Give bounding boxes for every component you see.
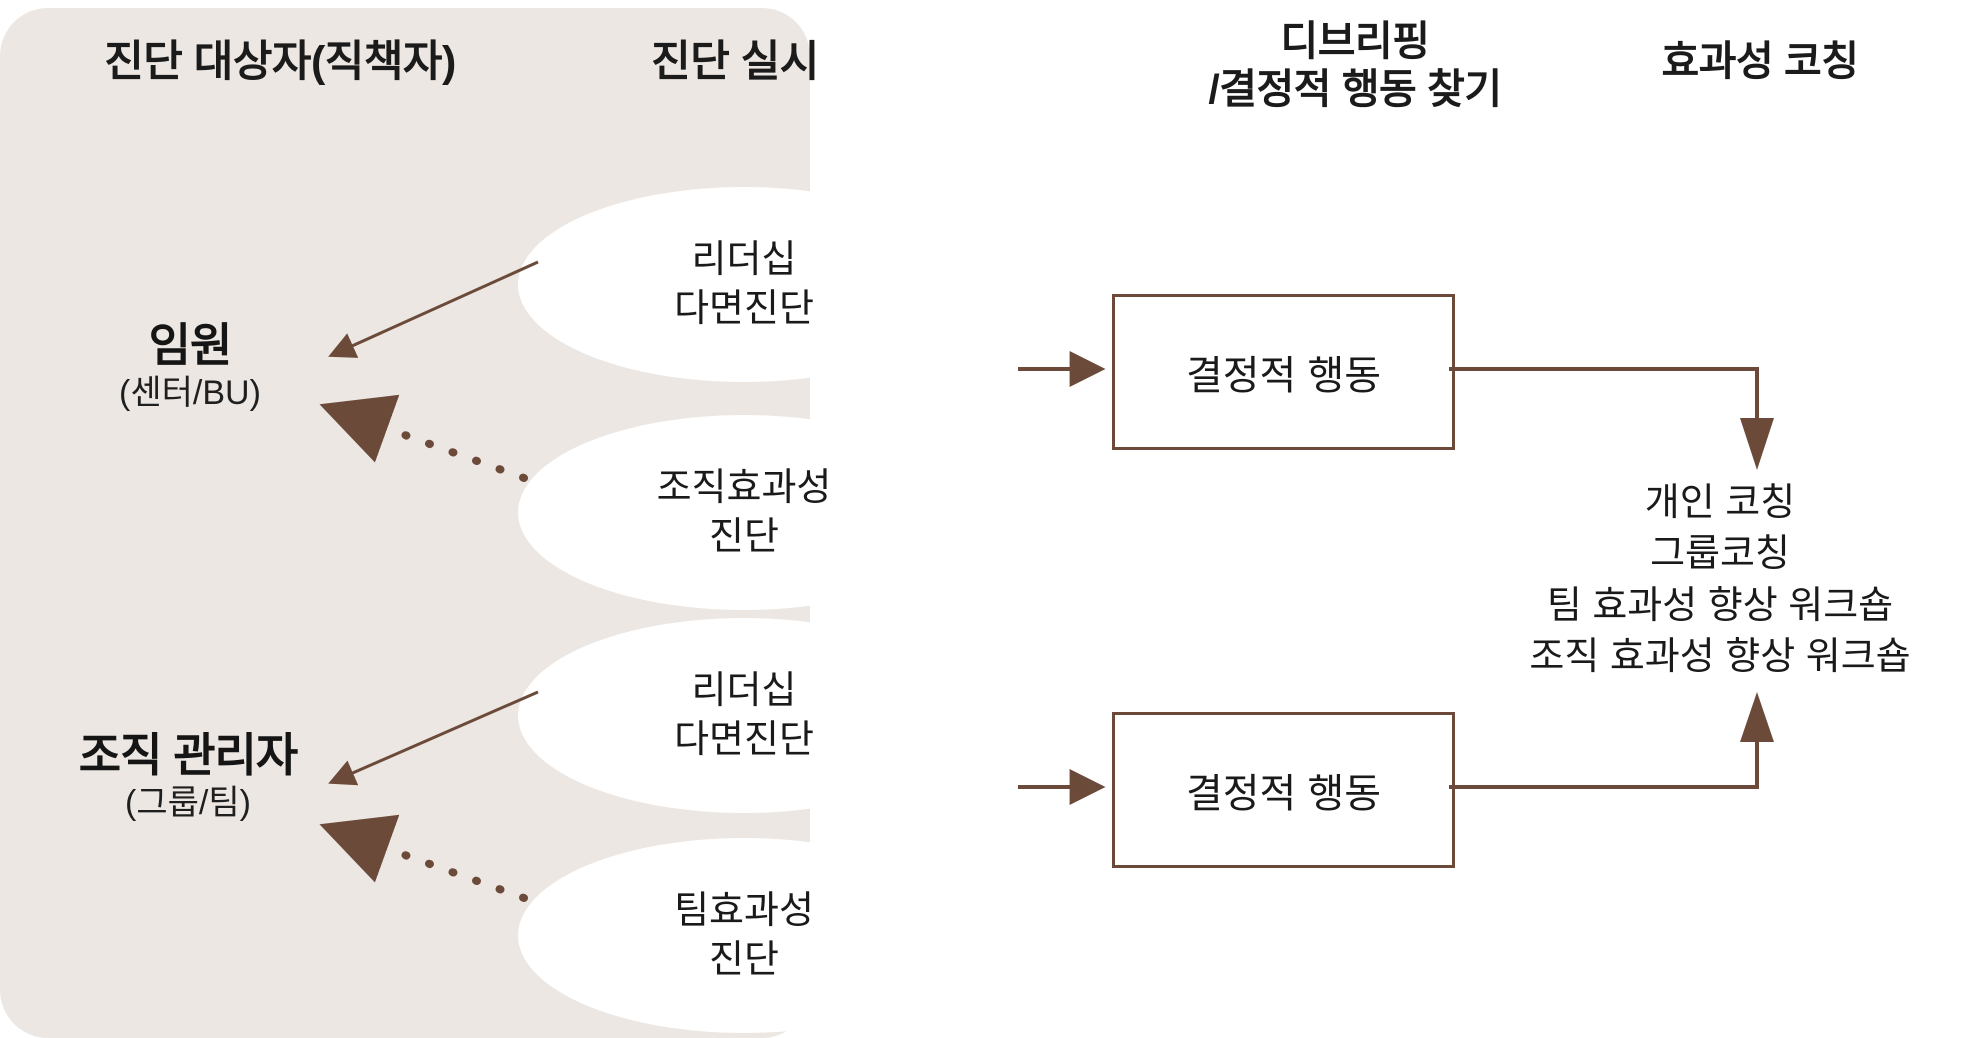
column-header-target: 진단 대상자(직책자) xyxy=(104,38,456,86)
coaching-item-3: 팀 효과성 향상 워크숍 xyxy=(1546,584,1894,627)
debrief-box-manager-label: 결정적 행동 xyxy=(1185,772,1382,816)
assessment-1-line2: 다면진단 xyxy=(674,287,814,330)
coaching-item-1: 개인 코칭 xyxy=(1644,482,1796,524)
role-manager: 조직 관리자 (그룹/팀) xyxy=(8,729,368,822)
arrowhead-up-to-coaching xyxy=(1740,692,1774,742)
column-header-debriefing-line2: /결정적 행동 찾기 xyxy=(1208,65,1502,112)
role-manager-name: 조직 관리자 xyxy=(78,729,298,781)
connector-debrief-executive-to-coaching xyxy=(1449,367,1759,420)
role-executive: 임원 (센터/BU) xyxy=(20,319,360,412)
assessment-3-line2: 다면진단 xyxy=(674,718,814,761)
coaching-item-2: 그룹코칭 xyxy=(1650,533,1790,576)
arrowhead-down-to-coaching xyxy=(1740,418,1774,470)
column-header-debriefing: 디브리핑 /결정적 행동 찾기 xyxy=(1140,18,1570,113)
assessment-ellipse-org-effectiveness: 조직효과성 진단 xyxy=(518,415,970,610)
assessment-3-line1: 리더십 xyxy=(691,669,797,712)
assessment-2-line2: 진단 xyxy=(709,515,779,558)
coaching-item-4: 조직 효과성 향상 워크숍 xyxy=(1529,635,1911,678)
assessment-4-line1: 팀효과성 xyxy=(674,889,814,932)
role-executive-name: 임원 xyxy=(148,319,233,371)
column-header-debriefing-line1: 디브리핑 xyxy=(1280,18,1430,64)
debrief-box-manager: 결정적 행동 xyxy=(1112,712,1455,868)
column-header-assessment: 진단 실시 xyxy=(651,38,819,86)
column-header-coaching: 효과성 코칭 xyxy=(1661,38,1860,84)
assessment-ellipse-leadership-mgr: 리더십 다면진단 xyxy=(518,618,970,813)
role-executive-scope: (센터/BU) xyxy=(119,373,261,412)
connector-debrief-manager-to-coaching xyxy=(1449,740,1759,789)
assessment-2-line1: 조직효과성 xyxy=(656,466,832,509)
coaching-list: 개인 코칭 그룹코칭 팀 효과성 향상 워크숍 조직 효과성 향상 워크숍 xyxy=(1478,478,1962,683)
assessment-4-line2: 진단 xyxy=(709,938,779,981)
debrief-box-executive-label: 결정적 행동 xyxy=(1185,354,1382,398)
assessment-ellipse-team-effectiveness: 팀효과성 진단 xyxy=(518,838,970,1033)
assessment-ellipse-leadership-exec: 리더십 다면진단 xyxy=(518,187,970,382)
assessment-1-line1: 리더십 xyxy=(691,238,797,281)
role-manager-scope: (그룹/팀) xyxy=(125,783,251,822)
debrief-box-executive: 결정적 행동 xyxy=(1112,294,1455,450)
